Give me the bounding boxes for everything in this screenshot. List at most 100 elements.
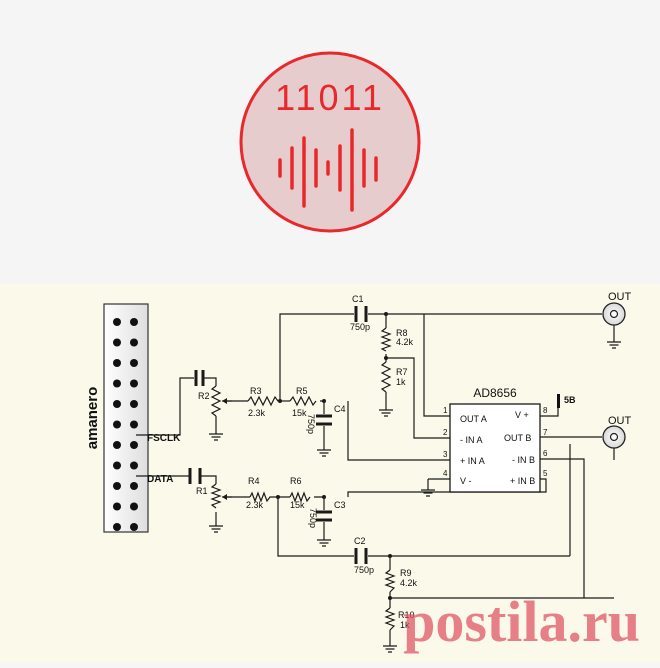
svg-text:8: 8 bbox=[543, 406, 548, 415]
pin-label-5: + IN B bbox=[510, 476, 535, 486]
opamp-pin-numbers: 1 2 3 4 5 6 7 8 bbox=[443, 406, 548, 478]
connector-pin bbox=[113, 482, 121, 490]
watermark: postila.ru bbox=[403, 589, 640, 654]
c2-ref: C2 bbox=[354, 536, 366, 546]
svg-text:1: 1 bbox=[443, 406, 448, 415]
logo-circle bbox=[239, 51, 421, 233]
schematic-diagram: amanero FSCLK DATA bbox=[84, 291, 632, 653]
capacitor-series-2 bbox=[188, 468, 202, 484]
connector-pin bbox=[130, 420, 138, 429]
resistors bbox=[210, 327, 396, 631]
resistor-r7 bbox=[380, 361, 392, 393]
capacitor-c3 bbox=[316, 510, 332, 522]
r10-value: 1k bbox=[400, 620, 410, 630]
resistor-r10 bbox=[384, 607, 396, 631]
connector-pin bbox=[130, 502, 138, 511]
capacitor-c4 bbox=[316, 414, 332, 426]
sound-wave-icon bbox=[278, 128, 378, 212]
component-labels: C1 750p C2 750p C3 C4 750p 750p R3 2.3k … bbox=[196, 294, 418, 630]
c3-value: 750p bbox=[308, 508, 318, 528]
c4-value: 750p bbox=[306, 414, 316, 434]
schematic-panel: amanero FSCLK DATA bbox=[0, 284, 660, 663]
ground-symbol bbox=[317, 449, 331, 457]
svg-text:6: 6 bbox=[543, 449, 548, 458]
connector-pin bbox=[130, 318, 138, 326]
r7-value: 1k bbox=[396, 377, 406, 387]
capacitors bbox=[188, 306, 368, 564]
connector-pin bbox=[113, 523, 121, 531]
r1-ref: R1 bbox=[196, 486, 208, 496]
ground-symbol bbox=[421, 489, 435, 497]
opamp-pin-labels: OUT A - IN A + IN A V - + IN B - IN B OU… bbox=[460, 410, 535, 486]
r3-value: 2.3k bbox=[248, 408, 266, 418]
ground-symbol bbox=[209, 525, 223, 533]
connector-pin bbox=[113, 318, 121, 326]
connector-pin bbox=[113, 379, 121, 388]
ground-symbol bbox=[383, 645, 397, 653]
logo-digits: 11011 bbox=[275, 77, 385, 118]
svg-text:7: 7 bbox=[543, 428, 548, 437]
resistor-r8 bbox=[380, 327, 392, 352]
pin-label-2: - IN A bbox=[460, 435, 483, 445]
connector-label: amanero bbox=[84, 387, 101, 450]
pin-label-1: OUT A bbox=[460, 414, 487, 424]
r8-value: 4.2k bbox=[396, 337, 414, 347]
potentiometer-r2 bbox=[210, 385, 222, 417]
connector-pin bbox=[113, 359, 121, 367]
svg-text:4: 4 bbox=[443, 469, 448, 478]
connector-pin bbox=[113, 338, 121, 347]
connector-pins bbox=[113, 318, 138, 531]
supply-label: 5В bbox=[564, 395, 576, 405]
resistor-r6 bbox=[289, 491, 311, 503]
c2-value: 750p bbox=[354, 565, 374, 575]
c4-ref: C4 bbox=[334, 404, 346, 414]
output-jack-2 bbox=[602, 425, 626, 449]
wires bbox=[136, 313, 615, 646]
connector-pin bbox=[113, 502, 121, 511]
r4-ref: R4 bbox=[248, 476, 260, 486]
capacitor-series-1 bbox=[194, 370, 205, 386]
fsclk-label: FSCLK bbox=[147, 433, 181, 444]
connector-pin bbox=[130, 441, 138, 449]
data-label: DATA bbox=[147, 474, 173, 485]
r5-value: 15k bbox=[292, 408, 307, 418]
potentiometer-r1 bbox=[210, 483, 222, 509]
r2-ref: R2 bbox=[198, 391, 210, 401]
amanero-connector bbox=[103, 303, 149, 533]
svg-text:3: 3 bbox=[443, 450, 448, 459]
pin-label-4: V - bbox=[460, 476, 472, 486]
connector-pin bbox=[130, 338, 138, 347]
capacitor-c1 bbox=[354, 306, 368, 322]
resistor-r3 bbox=[247, 395, 282, 407]
connector-pin bbox=[113, 461, 121, 470]
svg-text:2: 2 bbox=[443, 428, 448, 437]
r6-value: 15k bbox=[290, 500, 305, 510]
r10-ref: R10 bbox=[398, 610, 415, 620]
ground-symbols bbox=[209, 341, 621, 653]
connector-pin bbox=[130, 461, 138, 470]
connector-pin bbox=[130, 379, 138, 388]
connector-pin bbox=[130, 482, 138, 490]
opamp-body bbox=[449, 403, 541, 493]
capacitor-c2 bbox=[354, 548, 368, 564]
r2-wiper-arrow bbox=[222, 398, 227, 404]
c3-ref: C3 bbox=[334, 500, 346, 510]
resistor-r4 bbox=[249, 491, 272, 503]
c1-value: 750p bbox=[350, 322, 370, 332]
r5-ref: R5 bbox=[296, 386, 308, 396]
r9-ref: R9 bbox=[400, 568, 412, 578]
ground-symbol bbox=[209, 433, 223, 441]
ground-symbol bbox=[607, 341, 621, 349]
svg-text:5: 5 bbox=[543, 469, 548, 478]
opamp-part: AD8656 bbox=[473, 386, 517, 400]
pin-label-7: OUT B bbox=[504, 433, 531, 443]
output-jack-1 bbox=[602, 302, 626, 328]
supply-terminal bbox=[557, 394, 560, 408]
r1-wiper-arrow bbox=[222, 494, 227, 500]
r3-ref: R3 bbox=[250, 386, 262, 396]
c1-ref: C1 bbox=[352, 294, 364, 304]
connector-pin bbox=[113, 420, 121, 429]
out-label-1: OUT bbox=[608, 291, 632, 303]
r9-value: 4.2k bbox=[400, 578, 418, 588]
connector-pin bbox=[130, 523, 138, 531]
